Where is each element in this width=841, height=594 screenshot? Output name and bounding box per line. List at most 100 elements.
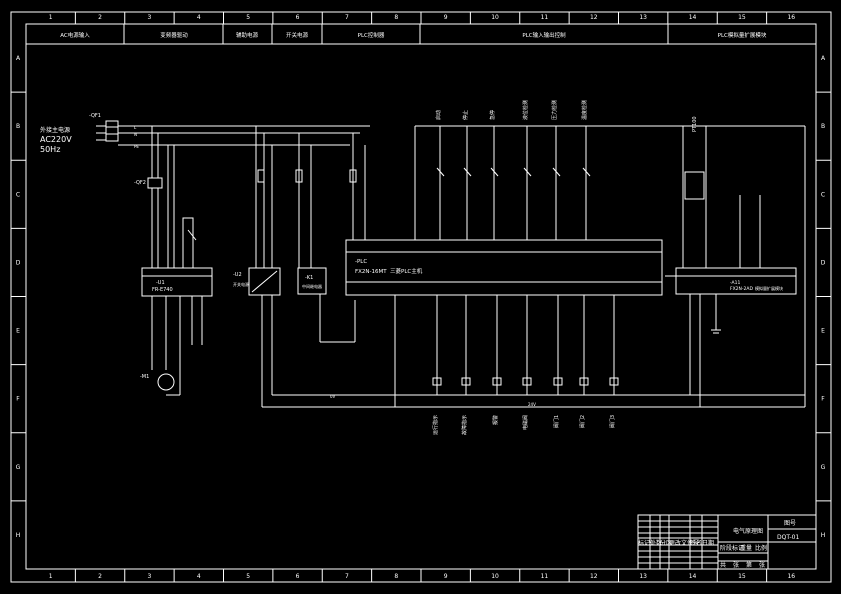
output-label: 运行指示: [432, 415, 439, 435]
rev-header-count: 处数: [650, 539, 662, 547]
output-label: 阀门1: [553, 415, 560, 428]
column-ticks: 1122334455667788991010111112121313141415…: [49, 12, 795, 582]
dc-supply-box: [248, 267, 281, 296]
column-number: 12: [590, 573, 598, 580]
row-letter: E: [821, 328, 825, 335]
header-io: PLC输入输出控制: [522, 31, 566, 39]
svg-text:L: L: [134, 125, 137, 130]
output-label: 阀门3: [609, 415, 616, 428]
column-number: 13: [639, 14, 647, 21]
column-number: 5: [246, 573, 250, 580]
drawing-title: 电气原理图: [733, 527, 763, 535]
rev-header-date: 日期: [702, 539, 714, 547]
inverter: -U1 FR-E740 -M1: [140, 145, 213, 396]
title-block-grid: [638, 515, 718, 569]
stage-header-weight: 重量: [740, 544, 752, 552]
inverter-model: FR-E740: [152, 287, 173, 293]
svg-text:-QF2: -QF2: [134, 180, 146, 186]
input-label: 急停: [489, 110, 496, 120]
motor-tag: -M1: [140, 374, 149, 380]
svg-text:PE: PE: [134, 144, 139, 149]
input-label: 液位检测: [522, 100, 529, 120]
svg-text:0V: 0V: [330, 394, 336, 399]
row-letter: B: [821, 123, 825, 130]
row-letter: G: [821, 464, 826, 471]
column-number: 9: [444, 573, 448, 580]
return-bus: 0V 24V: [262, 394, 805, 408]
supply-label: 外接主电源: [40, 126, 70, 134]
plc-desc: 三菱PLC主机: [390, 267, 423, 275]
dc-supply-tag: -U2: [233, 272, 242, 278]
output-label: 故障指示: [461, 415, 468, 435]
ext-module-desc: 模拟量扩展模块: [755, 285, 783, 291]
relay-tag: -K1: [305, 275, 313, 281]
plc-tag: -PLC: [355, 259, 367, 265]
column-number: 1: [49, 573, 53, 580]
column-number: 15: [738, 573, 746, 580]
column-number: 11: [541, 573, 549, 580]
title-block: 电气原理图 图号 DQT-01 标记 处数 分区 更改文件号 签名 日期 阶段标…: [637, 514, 817, 570]
dc-supply-label: 开关电源: [233, 281, 249, 287]
svg-text:24V: 24V: [528, 402, 536, 407]
column-number: 6: [296, 573, 300, 580]
ext-module-box: [675, 267, 797, 295]
plc-model: FX2N-16MT: [355, 269, 387, 275]
row-letter: D: [821, 259, 826, 266]
header-power: AC电源输入: [60, 31, 90, 39]
input-label: 停止: [462, 110, 469, 120]
column-number: 14: [689, 573, 697, 580]
stage-header-scale: 比例: [755, 544, 767, 552]
column-number: 15: [738, 14, 746, 21]
supply-voltage: AC220V: [40, 135, 72, 144]
outer-frame: [10, 11, 832, 583]
ext-module: -A11 FX2N-2AD 模拟量扩展模块: [665, 195, 797, 407]
supply-tag: -QF1: [89, 113, 101, 119]
svg-text:N: N: [134, 132, 137, 137]
supply-frequency: 50Hz: [40, 145, 60, 154]
header-sw: 开关电源: [286, 31, 309, 39]
column-number: 2: [98, 14, 102, 21]
aux-breaker: -QF2: [134, 126, 163, 268]
column-number: 4: [197, 14, 201, 21]
plc: -PLC FX2N-16MT 三菱PLC主机: [345, 239, 663, 296]
dc-supply: -U2 开关电源 -K1 中间继电器: [233, 126, 366, 407]
column-number: 7: [345, 14, 349, 21]
column-number: 9: [444, 14, 448, 21]
row-letter: H: [821, 532, 826, 539]
column-number: 10: [491, 14, 499, 21]
row-letter: C: [821, 191, 825, 198]
stage-header-mark: 阶段标记: [720, 544, 744, 552]
column-number: 6: [296, 14, 300, 21]
sheet-total-suffix: 张: [733, 561, 739, 569]
output-label: 阀门2: [579, 415, 586, 428]
output-label: 报警: [492, 415, 499, 425]
header-ext: PLC模拟量扩展模块: [718, 31, 767, 39]
sheet-total-prefix: 共: [720, 561, 726, 569]
input-label: 压力检测: [551, 100, 558, 120]
right-rail: PT100: [414, 116, 806, 407]
column-number: 8: [394, 14, 398, 21]
column-number: 5: [246, 14, 250, 21]
column-number: 2: [98, 573, 102, 580]
output-label: 电磁阀: [522, 415, 529, 430]
motor-symbol: [157, 373, 175, 391]
rev-header-zone: 分区: [660, 539, 672, 547]
sheet-index-suffix: 张: [759, 561, 765, 569]
column-number: 3: [148, 14, 152, 21]
column-number: 8: [394, 573, 398, 580]
header-drive: 变频器驱动: [160, 31, 188, 39]
sheet-index-prefix: 第: [746, 561, 752, 569]
rev-header-doc: 更改文件号: [669, 539, 699, 547]
header-section-dividers: [123, 24, 669, 44]
header-plc: PLC控制器: [358, 31, 385, 39]
row-letter: H: [16, 532, 21, 539]
ext-module-tag: -A11: [730, 280, 740, 286]
drawing-number: DQT-01: [777, 534, 799, 541]
row-letter: C: [16, 191, 20, 198]
power-bus: L N PE: [118, 125, 370, 149]
row-letter: F: [16, 396, 20, 403]
column-number: 10: [491, 573, 499, 580]
column-number: 16: [787, 573, 795, 580]
plc-box: [345, 239, 663, 296]
